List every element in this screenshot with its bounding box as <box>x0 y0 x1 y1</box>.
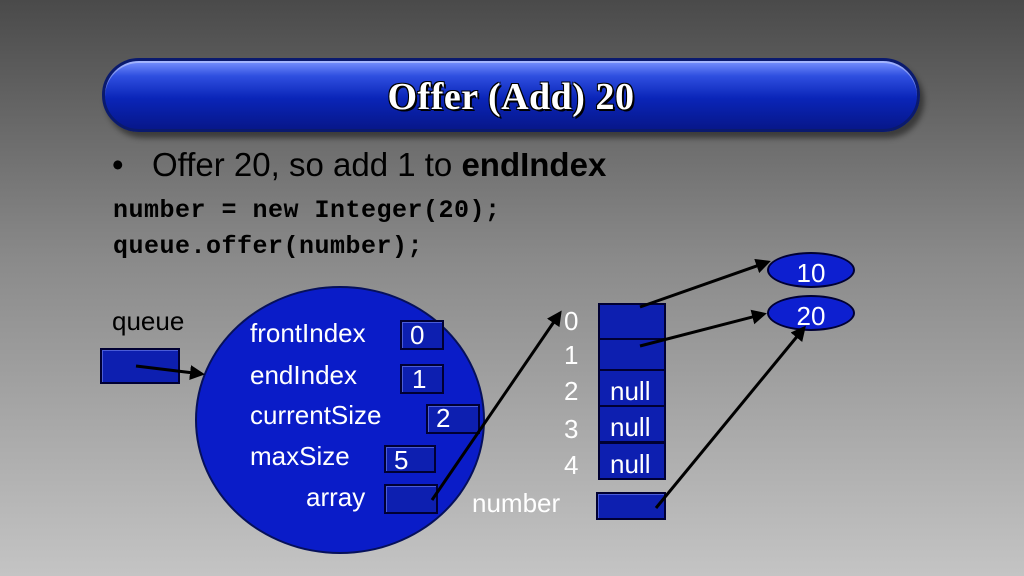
field-label-currentsize: currentSize <box>250 400 382 430</box>
number-label: number <box>472 488 561 518</box>
arrow-number-to-20 <box>654 325 806 509</box>
array-index-0: 0 <box>564 306 579 336</box>
array-index-1: 1 <box>564 340 579 370</box>
slide-title: Offer (Add) 20 <box>387 76 635 118</box>
field-label-maxsize: maxSize <box>250 441 350 471</box>
array-cell-4: null <box>598 442 666 480</box>
array-cell-3-value: null <box>610 412 651 442</box>
arrow-queue-to-object <box>135 364 205 381</box>
integer-object-20: 20 <box>767 295 855 331</box>
field-box-currentsize <box>426 404 480 434</box>
field-label-endindex: endIndex <box>250 360 357 390</box>
code-line-2: queue.offer(number); <box>113 232 424 261</box>
bullet-text: Offer 20, so add 1 to endIndex <box>152 146 606 184</box>
field-value-endindex: 1 <box>412 364 427 394</box>
number-reference-box <box>596 492 666 520</box>
bullet-bold-text: endIndex <box>461 146 607 183</box>
array-cell-2-value: null <box>610 376 651 406</box>
bullet-marker: • <box>112 146 124 183</box>
queue-label: queue <box>112 306 185 336</box>
arrow-array-to-cells <box>430 310 562 501</box>
bullet-plain-text: Offer 20, so add 1 to <box>152 146 462 183</box>
field-label-array: array <box>306 482 366 512</box>
array-index-3: 3 <box>564 414 579 444</box>
array-index-2: 2 <box>564 376 579 406</box>
field-box-maxsize <box>384 445 436 473</box>
integer-value-10: 10 <box>796 258 826 288</box>
field-label-frontindex: frontIndex <box>250 318 366 348</box>
array-index-4: 4 <box>564 450 579 480</box>
arrow-cell1-to-20 <box>639 309 767 348</box>
field-box-frontindex <box>400 320 444 350</box>
arrow-cell0-to-10 <box>639 258 771 309</box>
integer-object-10: 10 <box>767 252 855 288</box>
field-value-currentsize: 2 <box>436 403 451 433</box>
field-value-frontindex: 0 <box>410 320 425 350</box>
code-line-1: number = new Integer(20); <box>113 196 501 225</box>
field-value-maxsize: 5 <box>394 445 409 475</box>
array-cell-4-value: null <box>610 449 651 479</box>
field-box-endindex <box>400 364 444 394</box>
field-box-array <box>384 484 438 514</box>
title-banner: Offer (Add) 20 <box>102 58 920 132</box>
